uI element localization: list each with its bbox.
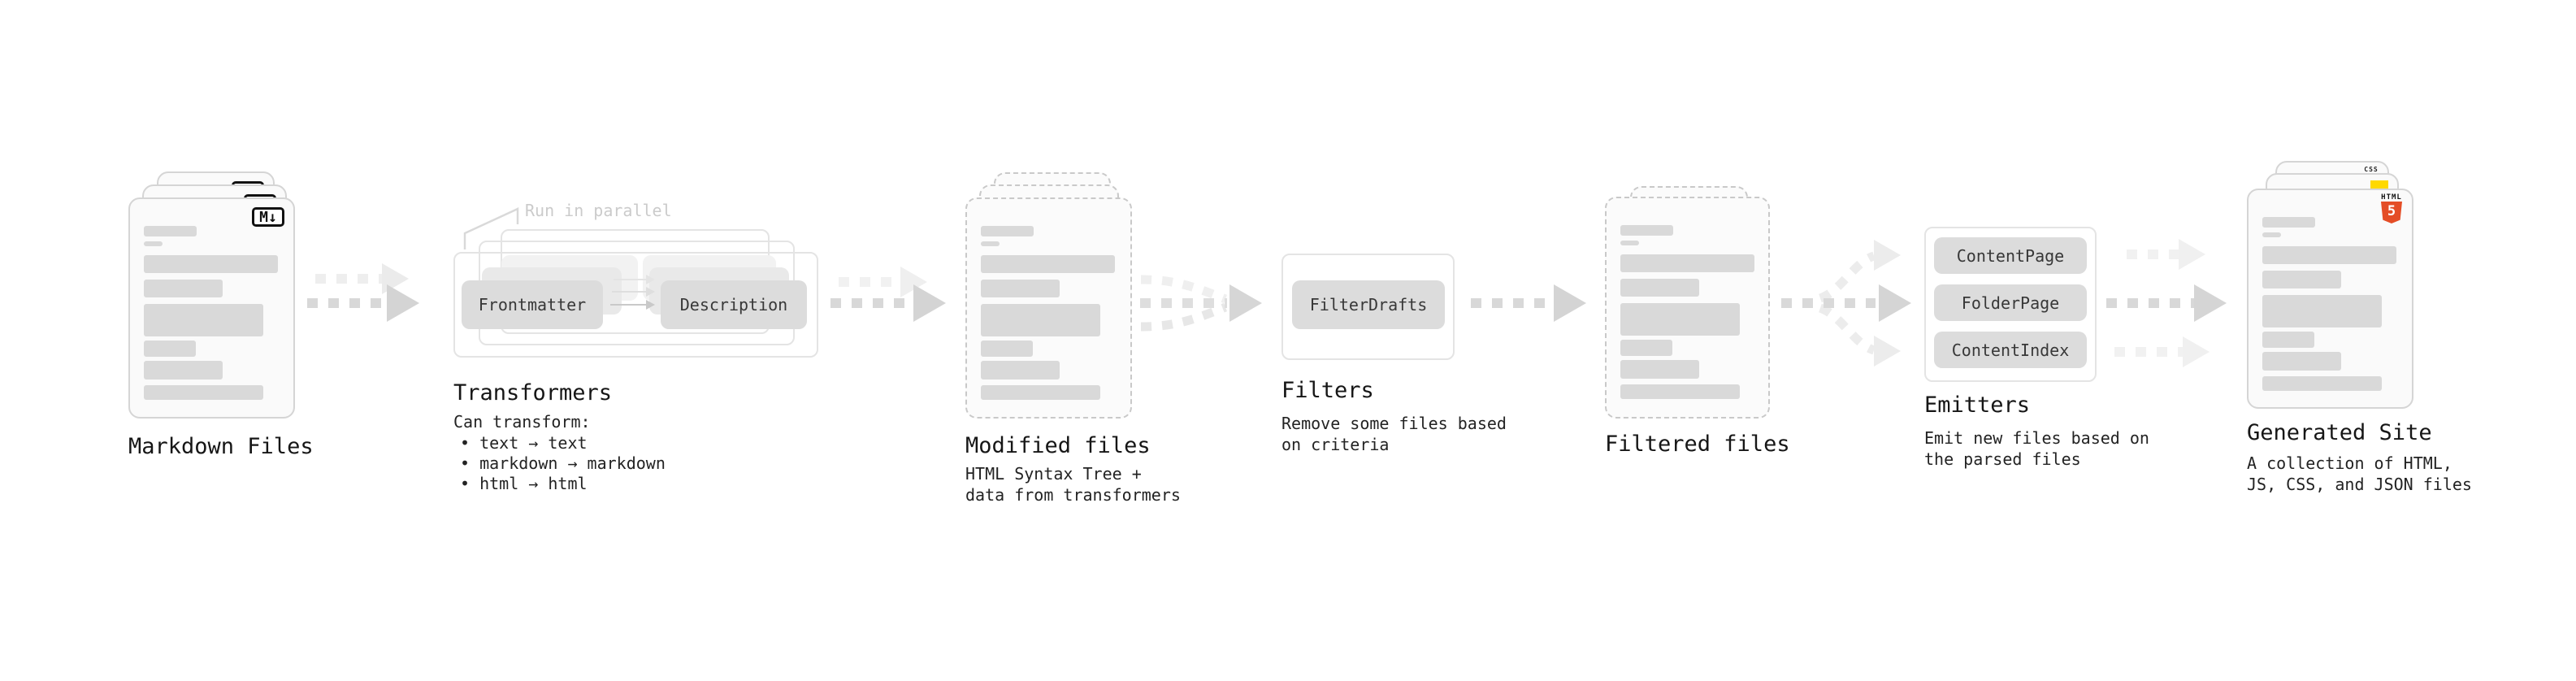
stage-title-markdown-files: Markdown Files bbox=[128, 434, 314, 459]
html5-icon-shield: 5 bbox=[2381, 202, 2402, 223]
text-placeholder-bar bbox=[1620, 340, 1672, 356]
generated-site-subtitle: A collection of HTML, JS, CSS, and JSON … bbox=[2247, 453, 2472, 495]
transformer-box-front bbox=[453, 252, 818, 358]
text-placeholder-bar bbox=[144, 255, 278, 273]
mini-arrow bbox=[612, 291, 646, 293]
stage-title-transformers: Transformers bbox=[453, 380, 613, 406]
text-placeholder-bar bbox=[144, 340, 196, 357]
text-placeholder-bar bbox=[144, 304, 263, 336]
text-placeholder-bar bbox=[2262, 217, 2315, 228]
text-placeholder-bar bbox=[2262, 246, 2396, 264]
text-placeholder-bar bbox=[1620, 241, 1639, 245]
text-placeholder-bar bbox=[981, 385, 1100, 400]
filters-subtitle: Remove some files based on criteria bbox=[1281, 413, 1507, 455]
subtitle-line: data from transformers bbox=[965, 485, 1181, 505]
subtitle-line: JS, CSS, and JSON files bbox=[2247, 475, 2472, 494]
html5-icon: HTML 5 bbox=[2381, 193, 2402, 223]
stage-title-emitters: Emitters bbox=[1924, 393, 2031, 418]
text-placeholder-bar bbox=[981, 340, 1033, 357]
stage-title-filters: Filters bbox=[1281, 378, 1374, 403]
subtitle-line: the parsed files bbox=[1924, 449, 2081, 469]
text-placeholder-bar bbox=[144, 226, 197, 236]
html5-icon-label: HTML bbox=[2381, 193, 2402, 202]
text-placeholder-bar bbox=[2262, 352, 2341, 371]
text-placeholder-bar bbox=[981, 304, 1100, 336]
text-placeholder-bar bbox=[2262, 295, 2382, 327]
stage-title-filtered-files: Filtered files bbox=[1605, 432, 1790, 457]
site-card-html: HTML 5 bbox=[2247, 189, 2413, 409]
mini-arrow-head bbox=[646, 275, 655, 284]
text-placeholder-bar bbox=[2262, 271, 2341, 288]
emitter-pill-contentindex: ContentIndex bbox=[1934, 332, 2087, 368]
mini-arrow bbox=[614, 279, 646, 280]
markdown-card-front: M↓ bbox=[128, 197, 295, 419]
bullet-item: • markdown → markdown bbox=[460, 453, 666, 473]
emitter-pill-folderpage: FolderPage bbox=[1934, 284, 2087, 321]
text-placeholder-bar bbox=[981, 241, 1000, 246]
filtered-card-front bbox=[1605, 197, 1770, 419]
text-placeholder-bar bbox=[144, 361, 223, 380]
mini-arrow-head bbox=[646, 300, 655, 310]
text-placeholder-bar bbox=[981, 361, 1060, 380]
stage-title-modified-files: Modified files bbox=[965, 433, 1151, 458]
emitter-pill-contentpage: ContentPage bbox=[1934, 237, 2087, 274]
bullet-item: • text → text bbox=[460, 433, 588, 453]
emitters-subtitle: Emit new files based on the parsed files bbox=[1924, 427, 2149, 470]
markdown-icon: M↓ bbox=[252, 207, 284, 227]
text-placeholder-bar bbox=[2262, 376, 2382, 391]
text-placeholder-bar bbox=[2262, 332, 2314, 348]
text-placeholder-bar bbox=[1620, 303, 1740, 336]
transformers-caption: Can transform: bbox=[453, 412, 591, 432]
transformer-pill-description: Description bbox=[661, 280, 807, 329]
subtitle-line: on criteria bbox=[1281, 435, 1390, 454]
text-placeholder-bar bbox=[1620, 279, 1699, 297]
text-placeholder-bar bbox=[1620, 225, 1673, 236]
subtitle-line: Remove some files based bbox=[1281, 414, 1507, 433]
text-placeholder-bar bbox=[1620, 360, 1699, 379]
mini-arrow-head bbox=[646, 287, 655, 297]
subtitle-line: Emit new files based on bbox=[1924, 428, 2149, 448]
transformer-pill-frontmatter: Frontmatter bbox=[462, 280, 603, 329]
stage-title-generated-site: Generated Site bbox=[2247, 420, 2432, 445]
text-placeholder-bar bbox=[2262, 232, 2281, 237]
subtitle-line: A collection of HTML, bbox=[2247, 453, 2452, 473]
transformers-bullet-list: • text → text • markdown → markdown • ht… bbox=[460, 433, 666, 494]
text-placeholder-bar bbox=[144, 241, 163, 246]
mini-arrow bbox=[610, 304, 646, 306]
css-icon-label: CSS bbox=[2364, 166, 2379, 173]
text-placeholder-bar bbox=[981, 226, 1034, 236]
modified-card-front bbox=[965, 197, 1132, 419]
bullet-item: • html → html bbox=[460, 474, 588, 493]
text-placeholder-bar bbox=[1620, 254, 1754, 272]
text-placeholder-bar bbox=[981, 280, 1060, 297]
modified-files-subtitle: HTML Syntax Tree + data from transformer… bbox=[965, 463, 1181, 505]
text-placeholder-bar bbox=[144, 280, 223, 297]
text-placeholder-bar bbox=[144, 385, 263, 400]
filter-pill-filterdrafts: FilterDrafts bbox=[1292, 280, 1445, 329]
run-in-parallel-label: Run in parallel bbox=[525, 201, 672, 220]
subtitle-line: HTML Syntax Tree + bbox=[965, 464, 1142, 484]
text-placeholder-bar bbox=[981, 255, 1115, 273]
text-placeholder-bar bbox=[1620, 384, 1740, 399]
